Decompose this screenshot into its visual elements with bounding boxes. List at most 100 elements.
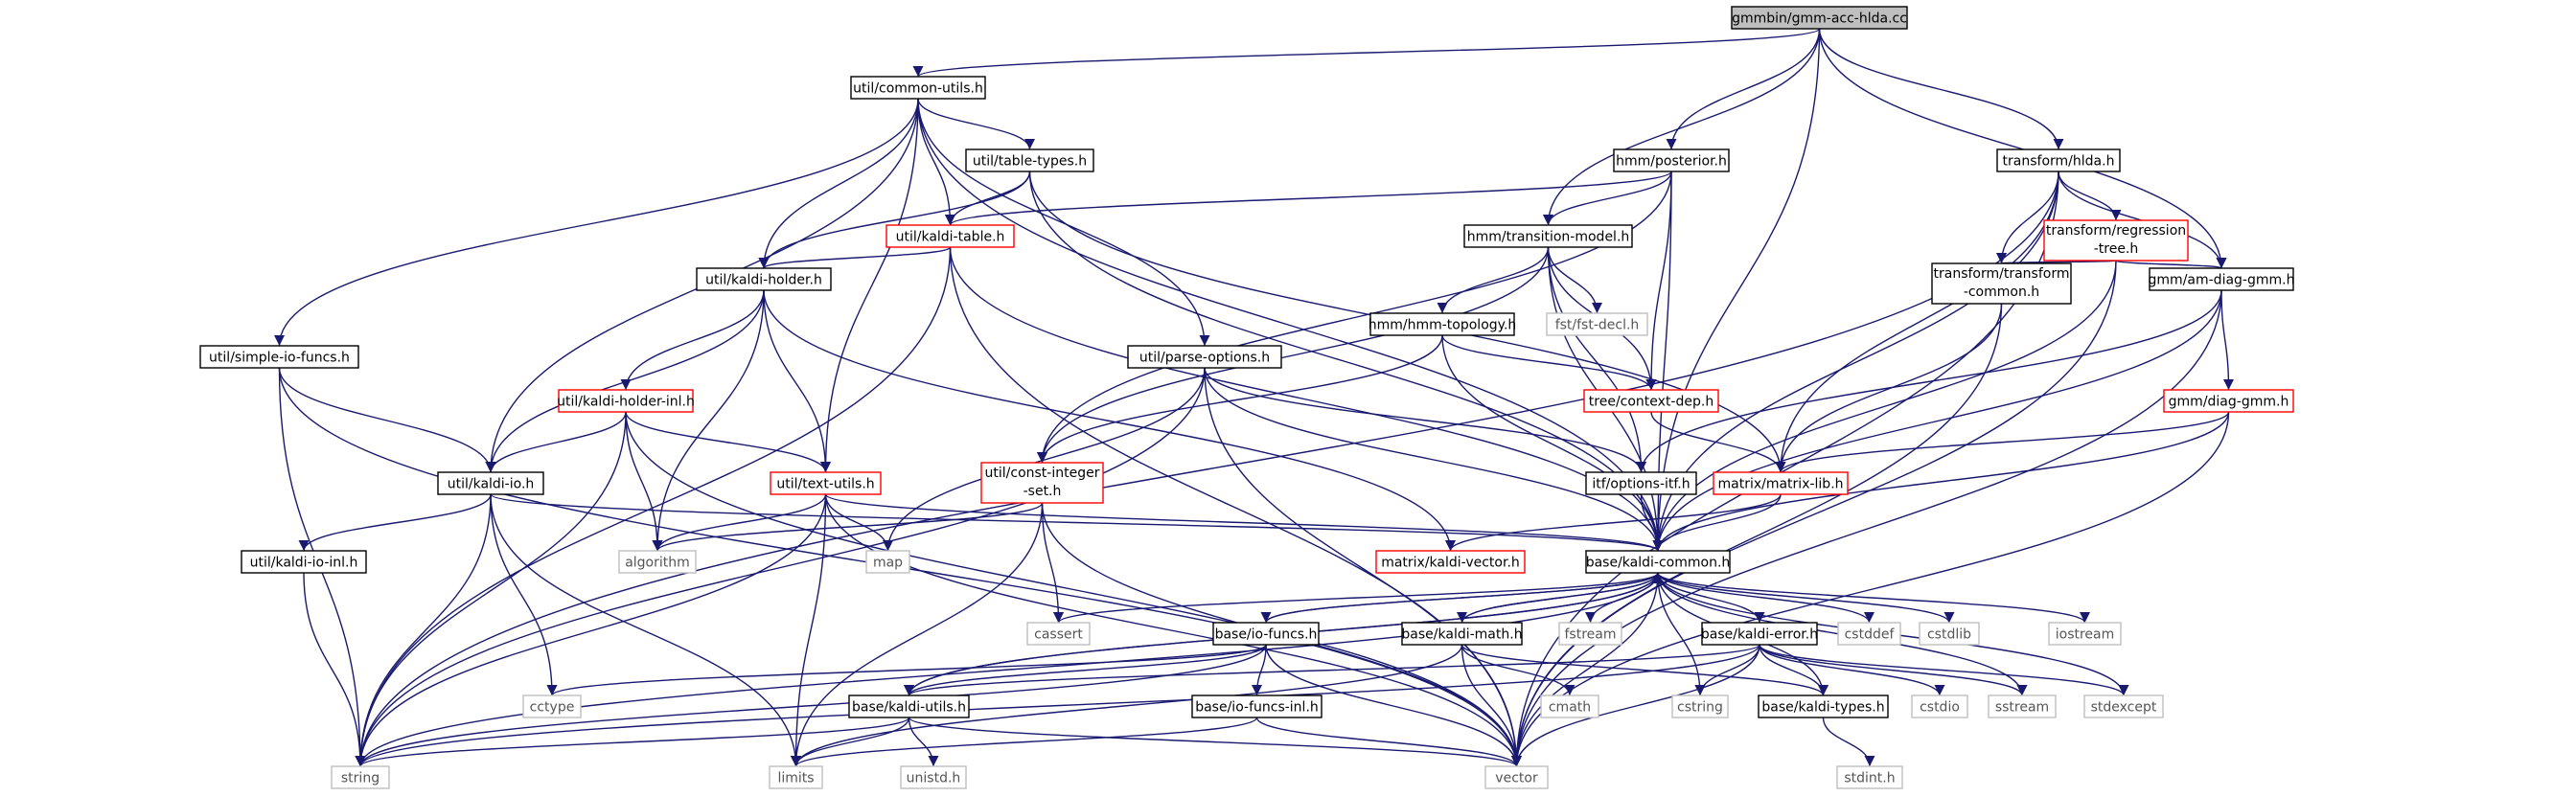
node-label: cstdlib xyxy=(1927,627,1971,643)
edge-transition_model-to-fst_decl xyxy=(1547,246,1603,314)
node-box xyxy=(437,471,544,495)
node-kaldi-holder-inl[interactable]: util/kaldi-holder-inl.h xyxy=(557,389,695,413)
edge-hmm_posterior-to-const_integer_set xyxy=(1036,171,1672,464)
edge-text_utils-to-limits xyxy=(790,493,827,767)
node-transform-common[interactable]: transform/transform-common.h xyxy=(1931,262,2072,305)
edge-const_integer_set-to-limits xyxy=(790,502,1044,767)
node-parse-options[interactable]: util/parse-options.h xyxy=(1127,345,1282,369)
node-table-types[interactable]: util/table-types.h xyxy=(965,148,1094,172)
node-label: util/table-types.h xyxy=(973,154,1087,170)
node-regression-tree[interactable]: transform/regression-tree.h xyxy=(2043,219,2189,262)
node-common-utils[interactable]: util/common-utils.h xyxy=(850,76,986,100)
node-box xyxy=(1713,471,1849,495)
edge-kaldi_types-to-stdint xyxy=(1822,717,1875,767)
node-io-funcs-inl[interactable]: base/io-funcs-inl.h xyxy=(1191,695,1322,718)
node-kaldi-utils[interactable]: base/kaldi-utils.h xyxy=(848,695,970,718)
edge-root-to-kaldi_common xyxy=(1652,28,1821,552)
edge-kaldi_holder-to-kaldi_io xyxy=(485,289,765,473)
node-label: unistd.h xyxy=(907,771,961,786)
edge-text_utils-to-kaldi_common xyxy=(824,493,1664,552)
edge-transition_model-to-hmm_topology xyxy=(1437,246,1550,314)
node-const-integer-set[interactable]: util/const-integer-set.h xyxy=(980,462,1104,504)
edge-parse_options-to-options_itf xyxy=(1204,367,1647,473)
node-box xyxy=(1369,312,1515,336)
node-stdexcept: stdexcept xyxy=(2083,695,2164,718)
node-box xyxy=(2043,219,2189,262)
node-kaldi-io[interactable]: util/kaldi-io.h xyxy=(437,471,544,495)
node-transform-hlda[interactable]: transform/hlda.h xyxy=(1996,148,2121,172)
edge-kaldi_math-to-vector xyxy=(1460,644,1523,767)
node-box xyxy=(1191,695,1322,718)
edge-kaldi_error-to-cstdio xyxy=(1759,644,1945,696)
node-box xyxy=(886,224,1015,248)
node-am-diag-gmm[interactable]: gmm/am-diag-gmm.h xyxy=(2149,267,2295,291)
node-matrix-lib[interactable]: matrix/matrix-lib.h xyxy=(1713,471,1849,495)
node-text-utils[interactable]: util/text-utils.h xyxy=(770,471,882,495)
node-label: util/text-utils.h xyxy=(776,477,874,492)
node-transition-model[interactable]: hmm/transition-model.h xyxy=(1463,224,1633,248)
edge-kaldi_utils-to-unistd xyxy=(908,717,939,767)
node-label: base/io-funcs.h xyxy=(1215,627,1318,643)
edge-text_utils-to-algorithm xyxy=(652,493,827,552)
node-unistd: unistd.h xyxy=(900,765,967,789)
nodes-layer: gmmbin/gmm-acc-hlda.cc util/common-utils.… xyxy=(199,6,2295,789)
node-label: base/kaldi-common.h xyxy=(1586,556,1731,571)
node-box xyxy=(2083,695,2164,718)
node-kaldi-io-inl[interactable]: util/kaldi-io-inl.h xyxy=(241,550,367,574)
edge-table_types-to-kaldi_holder xyxy=(758,171,1031,269)
node-label: util/kaldi-io.h xyxy=(448,477,535,492)
edge-common_utils-to-kaldi_holder xyxy=(758,98,919,269)
edge-common_utils-to-kaldi_common xyxy=(917,98,1664,552)
edge-kaldi_error-to-kaldi_utils xyxy=(904,644,1760,696)
node-sstream: sstream xyxy=(1988,695,2057,718)
node-context-dep[interactable]: tree/context-dep.h xyxy=(1583,389,1719,413)
edge-common_utils-to-simple_io xyxy=(273,98,919,347)
node-options-itf[interactable]: itf/options-itf.h xyxy=(1585,471,1697,495)
node-label: hmm/posterior.h xyxy=(1616,154,1727,170)
node-box xyxy=(1375,550,1526,574)
edge-text_utils-to-vector xyxy=(824,493,1523,767)
node-diag-gmm[interactable]: gmm/diag-gmm.h xyxy=(2163,389,2294,413)
edge-kaldi_io-to-cctype xyxy=(490,493,558,696)
node-box xyxy=(1931,262,2072,305)
node-vector: vector xyxy=(1484,765,1549,789)
edge-kaldi_io_inl-to-string xyxy=(303,572,366,767)
node-simple-io[interactable]: util/simple-io-funcs.h xyxy=(199,345,359,369)
node-kaldi-common[interactable]: base/kaldi-common.h xyxy=(1585,550,1731,574)
node-box xyxy=(1919,622,1980,646)
node-kaldi-error[interactable]: base/kaldi-error.h xyxy=(1701,622,1818,646)
edge-io_funcs-to-kaldi_common xyxy=(1265,572,1664,624)
node-stdint: stdint.h xyxy=(1836,765,1903,789)
node-box xyxy=(865,550,910,574)
node-root[interactable]: gmmbin/gmm-acc-hlda.cc xyxy=(1731,6,1908,30)
edge-kaldi_utils-to-string xyxy=(355,717,910,767)
edge-io_funcs-to-io_funcs_inl xyxy=(1251,644,1267,696)
node-box xyxy=(1585,471,1697,495)
edge-kaldi_common-to-iostream xyxy=(1657,572,2090,624)
node-box xyxy=(1401,622,1523,646)
edge-diag_gmm-to-matrix_lib xyxy=(1775,411,2230,473)
edge-kaldi_holder-to-kaldi_vector xyxy=(763,289,1457,552)
node-hmm-topology[interactable]: hmm/hmm-topology.h xyxy=(1368,312,1517,336)
edge-am_diag_gmm-to-kaldi_common xyxy=(1652,289,2222,552)
node-kaldi-holder[interactable]: util/kaldi-holder.h xyxy=(696,267,832,291)
node-label: fst/fst-decl.h xyxy=(1555,318,1640,333)
edge-kaldi_error-to-sstream xyxy=(1759,644,2028,696)
edge-io_funcs-to-kaldi_utils xyxy=(904,644,1267,696)
node-label: util/kaldi-holder.h xyxy=(705,273,822,288)
node-kaldi-vector[interactable]: matrix/kaldi-vector.h xyxy=(1375,550,1526,574)
node-label: util/simple-io-funcs.h xyxy=(209,351,350,366)
node-box xyxy=(1484,765,1549,789)
node-io-funcs[interactable]: base/io-funcs.h xyxy=(1212,622,1320,646)
node-label: vector xyxy=(1495,771,1538,786)
edge-kaldi_holder_inl-to-text_utils xyxy=(625,411,832,473)
edge-kaldi_io-to-kaldi_common xyxy=(490,493,1664,552)
node-kaldi-math[interactable]: base/kaldi-math.h xyxy=(1401,622,1523,646)
node-kaldi-types[interactable]: base/kaldi-types.h xyxy=(1758,695,1889,718)
node-hmm-posterior[interactable]: hmm/posterior.h xyxy=(1613,148,1730,172)
node-cctype: cctype xyxy=(522,695,582,718)
node-kaldi-table[interactable]: util/kaldi-table.h xyxy=(886,224,1015,248)
node-fstream: fstream xyxy=(1558,622,1622,646)
edge-transform_hlda-to-regression_tree xyxy=(2058,171,2122,221)
node-label: limits xyxy=(777,771,814,786)
